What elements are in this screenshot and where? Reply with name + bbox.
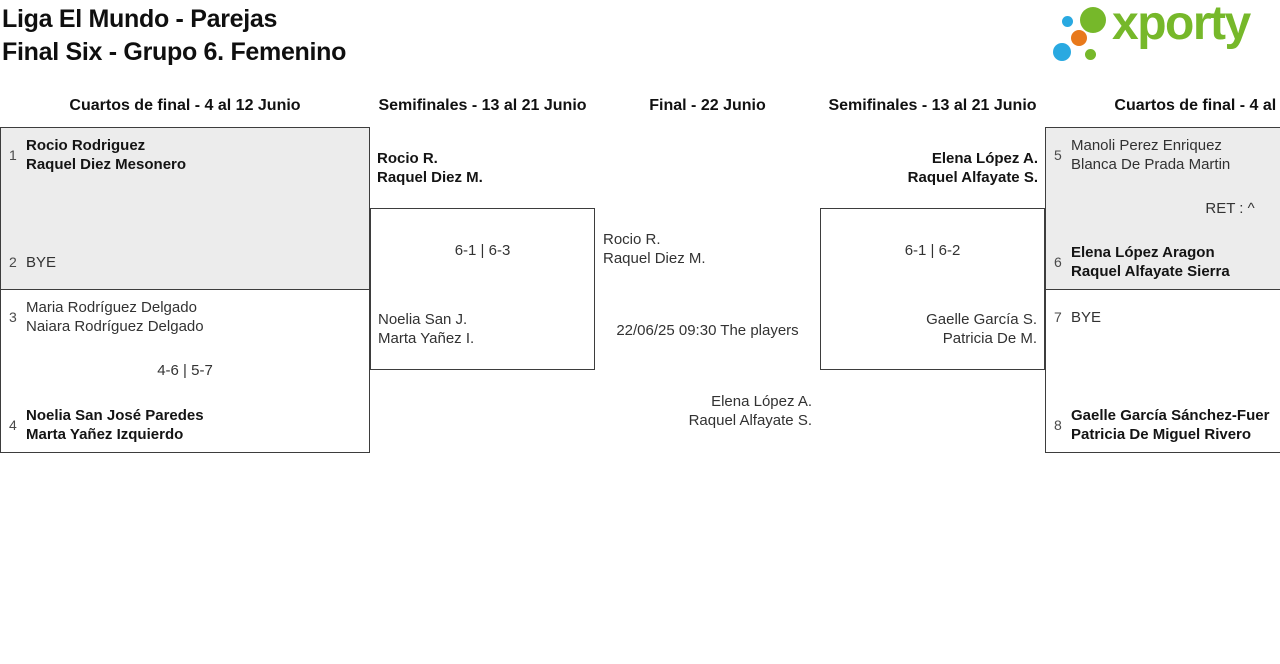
match-box-qf-left-bottom[interactable]: 3 Maria Rodríguez Delgado Naiara Rodrígu… — [0, 289, 370, 453]
seed-number: 6 — [1054, 254, 1062, 270]
match-row: 6 Elena López Aragon Raquel Alfayate Sie… — [1054, 243, 1280, 281]
round-header-sf-right: Semifinales - 13 al 21 Junio — [828, 97, 1037, 114]
match-status-retired: RET : ^ — [1205, 200, 1255, 217]
team-name: BYE — [1071, 308, 1102, 326]
xporty-logo-text: xporty — [1112, 0, 1251, 50]
logo-dot-green-small — [1085, 49, 1096, 60]
final-top-team: Rocio R. Raquel Diez M. — [603, 231, 706, 267]
final-schedule: 22/06/25 09:30 The players — [616, 322, 799, 339]
page-title-line2: Final Six - Grupo 6. Femenino — [2, 38, 347, 66]
team-name: Manoli Perez Enriquez Blanca De Prada Ma… — [1071, 137, 1231, 173]
match-row: 3 Maria Rodríguez Delgado Naiara Rodrígu… — [9, 298, 363, 336]
match-row: 1 Rocio Rodriguez Raquel Diez Mesonero — [9, 136, 363, 174]
match-score: 6-1 | 6-2 — [904, 242, 961, 259]
team-name: Rocio Rodriguez Raquel Diez Mesonero — [26, 137, 187, 173]
match-box-sf-right[interactable]: 6-1 | 6-2 Gaelle García S. Patricia De M… — [820, 208, 1045, 370]
seed-number: 7 — [1054, 309, 1062, 325]
seed-number: 8 — [1054, 417, 1062, 433]
match-row: 2 BYE — [9, 243, 363, 281]
logo-dot-blue-large — [1053, 43, 1071, 61]
seed-number: 2 — [9, 254, 17, 270]
seed-number: 3 — [9, 309, 17, 325]
logo-dot-green-large — [1080, 7, 1106, 33]
sf-left-top-team: Rocio R. Raquel Diez M. — [377, 150, 483, 186]
logo-dot-blue-small — [1062, 16, 1073, 27]
round-header-sf-left: Semifinales - 13 al 21 Junio — [378, 97, 587, 114]
team-name: Noelia San J. Marta Yañez I. — [378, 311, 475, 347]
match-box-qf-left-top[interactable]: 1 Rocio Rodriguez Raquel Diez Mesonero 2… — [0, 127, 370, 290]
page-title-line1: Liga El Mundo - Parejas — [2, 5, 278, 33]
team-name: Gaelle García S. Patricia De M. — [926, 311, 1037, 347]
final-bottom-team: Elena López A. Raquel Alfayate S. — [688, 393, 812, 429]
xporty-logo[interactable]: xporty — [1048, 0, 1280, 68]
match-row: 4 Noelia San José Paredes Marta Yañez Iz… — [9, 406, 363, 444]
match-score: 4-6 | 5-7 — [157, 362, 213, 379]
seed-number: 4 — [9, 417, 17, 433]
team-name: Maria Rodríguez Delgado Naiara Rodríguez… — [26, 299, 204, 335]
team-name: BYE — [26, 253, 57, 271]
team-name: Noelia San José Paredes Marta Yañez Izqu… — [26, 407, 204, 443]
match-row: Gaelle García S. Patricia De M. — [828, 310, 1037, 348]
round-header-qf-left: Cuartos de final - 4 al 12 Junio — [69, 97, 301, 114]
page-title: Liga El Mundo - Parejas Final Six - Grup… — [2, 3, 346, 69]
match-row: 5 Manoli Perez Enriquez Blanca De Prada … — [1054, 136, 1280, 174]
seed-number: 5 — [1054, 147, 1062, 163]
match-row: 7 BYE — [1054, 298, 1280, 336]
round-header-final: Final - 22 Junio — [649, 97, 766, 114]
round-header-qf-right: Cuartos de final - 4 al 12 Junio — [1114, 97, 1280, 114]
team-name: Gaelle García Sánchez-Fuer Patricia De M… — [1071, 407, 1270, 443]
team-name: Elena López Aragon Raquel Alfayate Sierr… — [1071, 244, 1230, 280]
match-row: 8 Gaelle García Sánchez-Fuer Patricia De… — [1054, 406, 1280, 444]
match-score: 6-1 | 6-3 — [454, 242, 511, 259]
match-box-qf-right-bottom[interactable]: 7 BYE 8 Gaelle García Sánchez-Fuer Patri… — [1045, 289, 1280, 453]
sf-right-top-team: Elena López A. Raquel Alfayate S. — [907, 150, 1038, 186]
match-box-sf-left[interactable]: 6-1 | 6-3 Noelia San J. Marta Yañez I. — [370, 208, 595, 370]
seed-number: 1 — [9, 147, 17, 163]
logo-dot-orange — [1071, 30, 1087, 46]
match-box-qf-right-top[interactable]: 5 Manoli Perez Enriquez Blanca De Prada … — [1045, 127, 1280, 290]
match-row: Noelia San J. Marta Yañez I. — [378, 310, 587, 348]
